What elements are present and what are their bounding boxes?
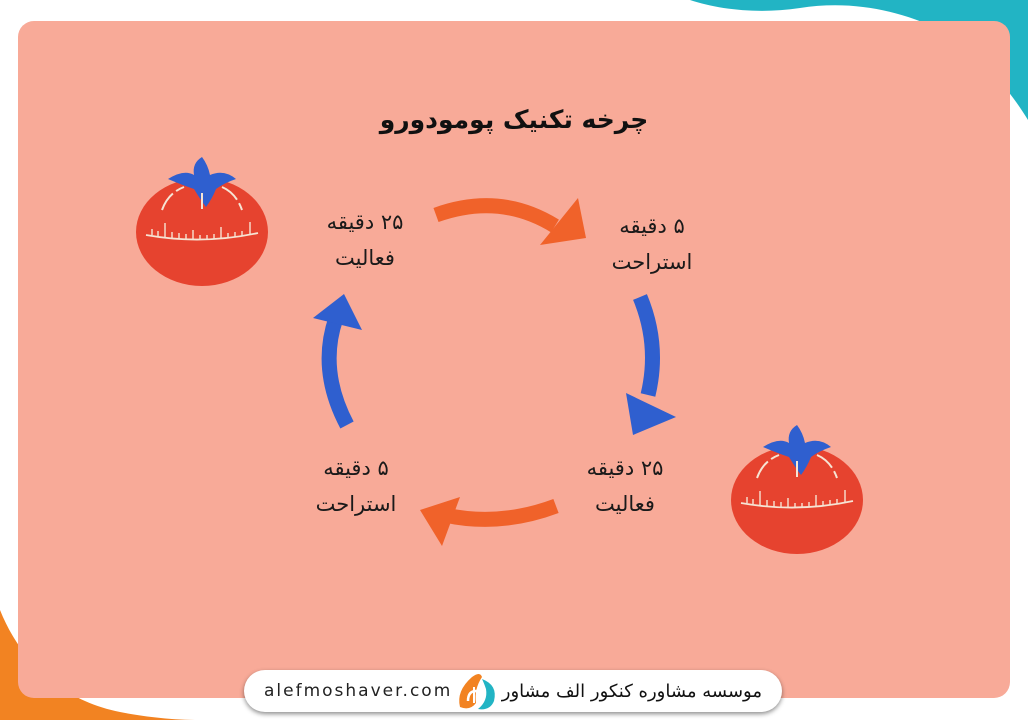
footer-banner: alefmoshaver.com موسسه مشاوره کنکور الف … [244,670,782,712]
step-duration: ۵ دقیقه [323,456,389,480]
step-duration: ۵ دقیقه [619,214,685,238]
website-link[interactable]: alefmoshaver.com [264,681,453,701]
tomato-timer-icon [731,425,863,554]
cycle-step-work-1: ۲۵ دقیقه فعالیت [300,204,430,276]
step-activity: فعالیت [595,492,655,516]
brand-logo-icon [458,674,495,710]
brand-name: موسسه مشاوره کنکور الف مشاور [501,680,762,702]
diagram-card [18,21,1010,698]
step-duration: ۲۵ دقیقه [586,456,664,480]
step-activity: استراحت [611,250,693,274]
cycle-step-break-1: ۵ دقیقه استراحت [587,208,717,280]
tomato-timer-icon [136,157,268,286]
brand-block: موسسه مشاوره کنکور الف مشاور [454,671,762,711]
step-duration: ۲۵ دقیقه [326,210,404,234]
step-activity: استراحت [315,492,397,516]
cycle-step-work-2: ۲۵ دقیقه فعالیت [560,450,690,522]
diagram-title: چرخه تکنیک پومودورو [379,105,649,134]
cycle-step-break-2: ۵ دقیقه استراحت [291,450,421,522]
step-activity: فعالیت [335,246,395,270]
